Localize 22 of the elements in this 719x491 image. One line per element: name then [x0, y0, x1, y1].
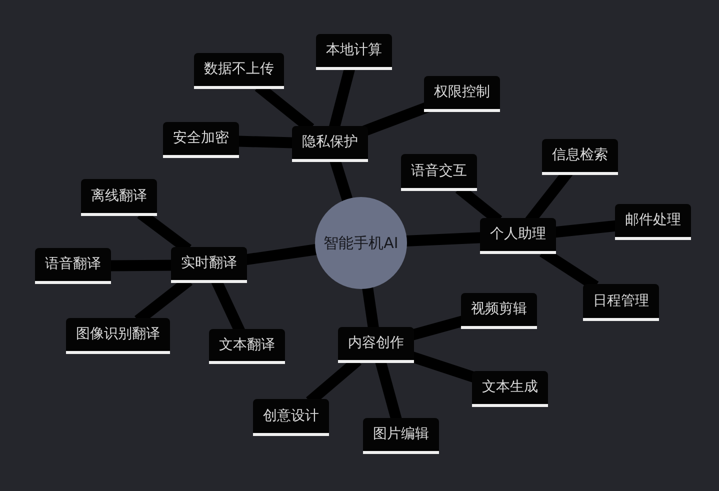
branch-topic: 实时翻译: [171, 247, 247, 283]
subtopic: 离线翻译: [81, 179, 157, 216]
subtopic: 视频剪辑: [461, 293, 537, 329]
branch-topic: 内容创作: [338, 327, 414, 363]
subtopic: 数据不上传: [194, 53, 284, 89]
branch-topic: 隐私保护: [292, 126, 368, 162]
central-topic-circle: 智能手机AI: [315, 197, 407, 289]
subtopic: 文本生成: [472, 371, 548, 407]
subtopic: 创意设计: [253, 399, 329, 436]
subtopic: 权限控制: [424, 76, 500, 112]
subtopic: 安全加密: [163, 122, 239, 158]
connector-line: [362, 102, 430, 136]
subtopic: 邮件处理: [615, 204, 691, 240]
subtopic: 文本翻译: [209, 329, 285, 364]
subtopic: 日程管理: [583, 284, 659, 321]
subtopic: 图片编辑: [363, 418, 439, 454]
subtopic: 本地计算: [316, 34, 392, 70]
branch-topic: 个人助理: [480, 218, 556, 254]
subtopic: 图像识别翻译: [66, 318, 170, 354]
subtopic: 信息检索: [542, 139, 618, 175]
subtopic: 语音翻译: [35, 248, 111, 284]
subtopic: 语音交互: [401, 154, 477, 191]
